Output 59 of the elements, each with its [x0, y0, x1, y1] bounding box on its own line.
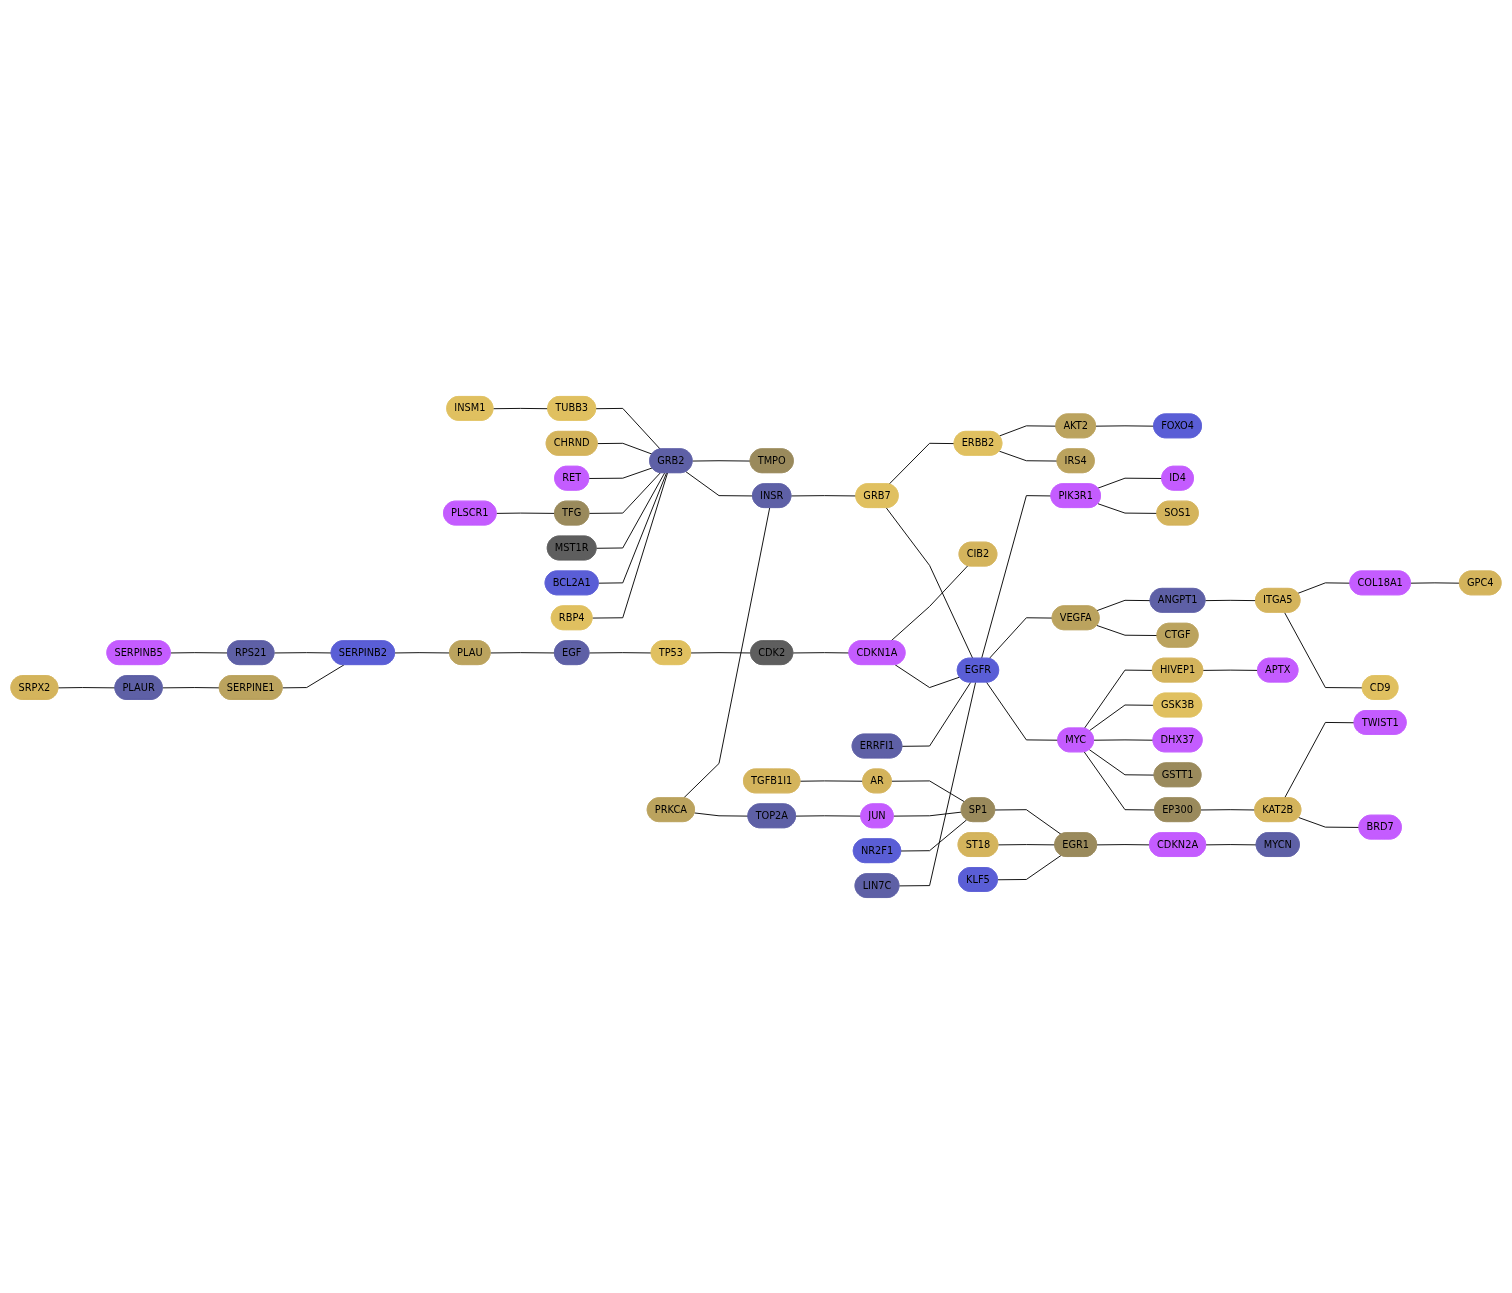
connector: [994, 808, 1062, 835]
connector: [891, 779, 966, 802]
connector: [901, 681, 972, 747]
connector: [282, 663, 345, 688]
connector: [1097, 477, 1163, 489]
connector: [591, 472, 668, 619]
connector: [1096, 843, 1151, 845]
connector: [496, 512, 556, 514]
connector: [792, 651, 850, 653]
connector: [692, 459, 751, 461]
connector: [1298, 816, 1360, 828]
connector: [595, 407, 661, 450]
connector: [893, 811, 963, 817]
connector: [1088, 748, 1155, 776]
connector: [1088, 704, 1155, 731]
connector: [595, 472, 666, 549]
connector: [597, 442, 653, 455]
connector: [588, 651, 652, 653]
connector: [588, 467, 653, 479]
connector: [394, 651, 451, 653]
connector: [1083, 750, 1156, 810]
connector: [799, 779, 864, 782]
connector: [900, 818, 968, 851]
connector: [1200, 808, 1256, 810]
connector: [981, 494, 1052, 659]
connector: [1284, 721, 1355, 798]
connector: [598, 472, 667, 584]
connector: [492, 407, 549, 409]
connector: [894, 663, 961, 688]
connector: [57, 686, 116, 688]
connector: [1083, 669, 1154, 729]
connector: [490, 651, 556, 653]
connector: [683, 506, 771, 799]
connector: [685, 470, 754, 496]
connector: [273, 651, 332, 653]
connector: [998, 424, 1057, 436]
connector: [1202, 669, 1259, 671]
connector: [1284, 611, 1364, 688]
connector: [694, 812, 749, 817]
connector: [1096, 599, 1151, 611]
connector: [1204, 599, 1257, 601]
connector: [162, 686, 221, 688]
connector: [170, 651, 229, 653]
connector: [1205, 843, 1257, 845]
connector: [1097, 502, 1158, 514]
connector: [898, 681, 977, 886]
connector: [1096, 624, 1158, 636]
connector: [890, 564, 969, 641]
connector: [790, 494, 857, 496]
connector: [998, 450, 1058, 461]
connector: [988, 616, 1053, 659]
connector: [997, 843, 1056, 845]
connector: [885, 506, 974, 659]
connector: [1297, 581, 1351, 594]
connector: [997, 854, 1062, 880]
connector: [588, 471, 661, 514]
connector: [690, 651, 752, 653]
connector: [888, 442, 955, 485]
connector: [986, 681, 1059, 741]
